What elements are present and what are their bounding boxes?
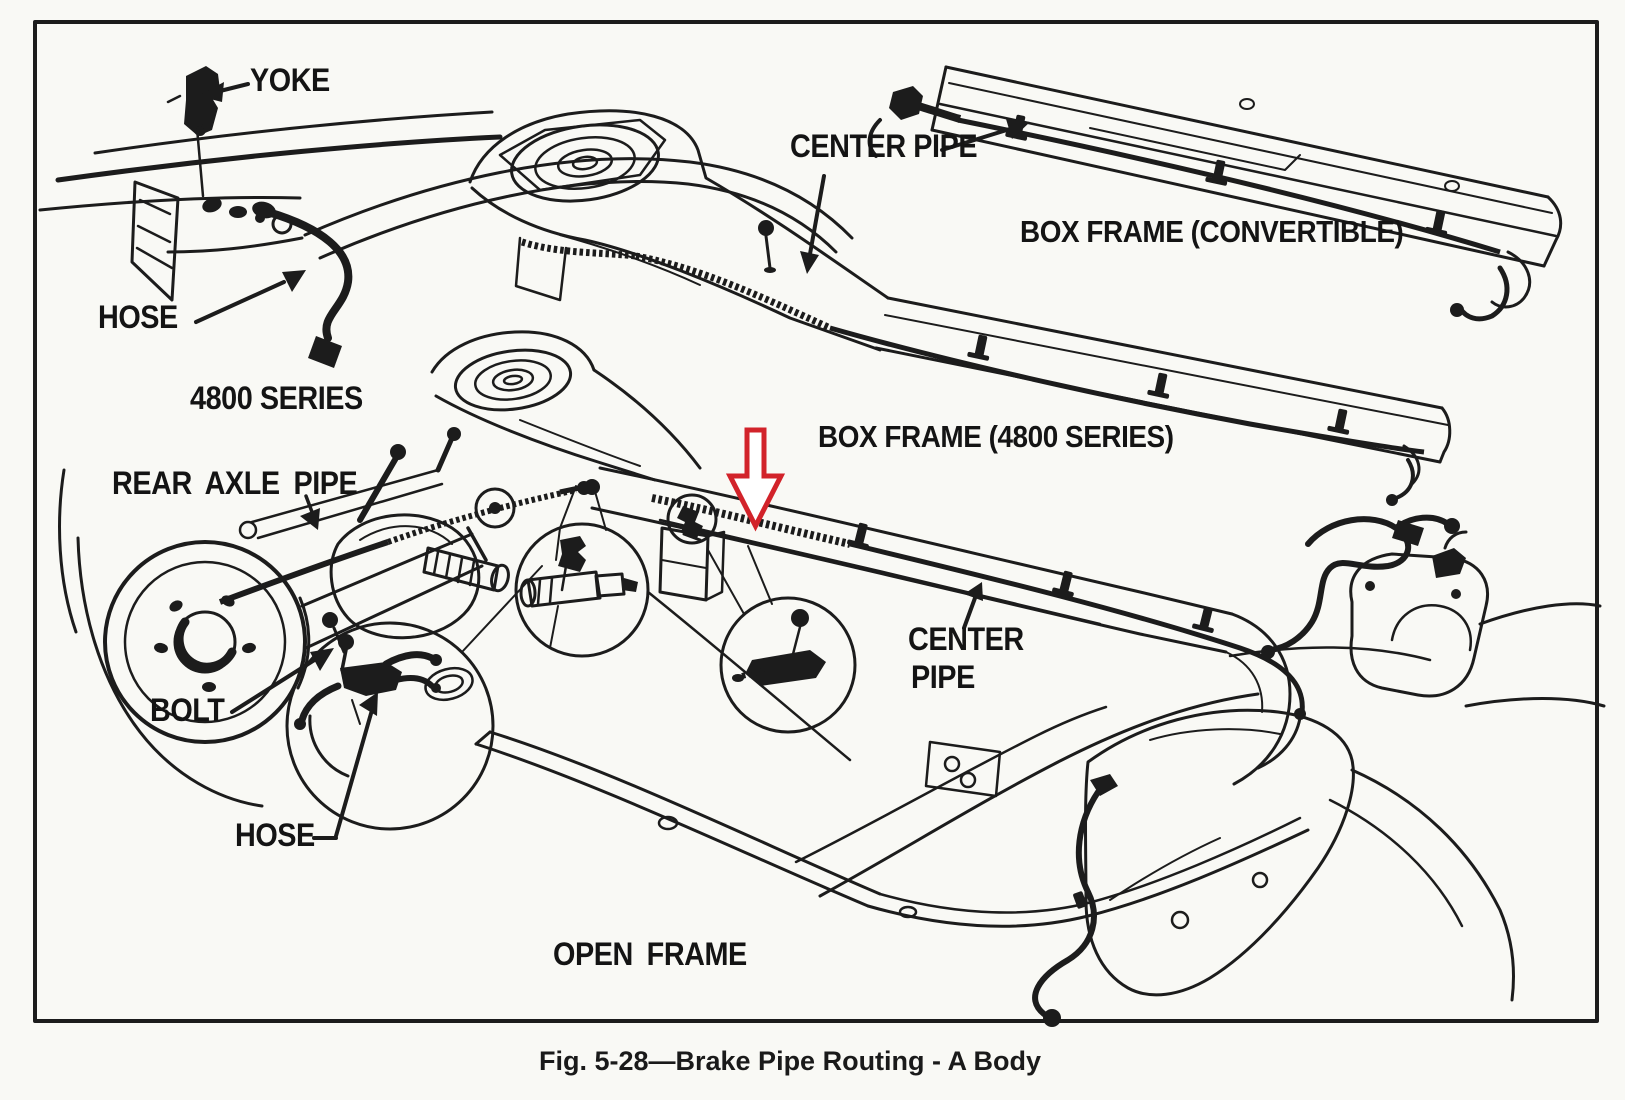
front-brake-hose-left <box>1032 774 1118 1027</box>
label-hose-rear: HOSE <box>98 299 178 335</box>
figure-caption: Fig. 5-28—Brake Pipe Routing - A Body <box>538 1046 1042 1076</box>
label-center-pipe-top: CENTER PIPE <box>790 128 978 164</box>
label-box-frame-convertible: BOX FRAME (CONVERTIBLE) <box>1020 214 1404 249</box>
label-yoke: YOKE <box>250 62 330 98</box>
bolt-detail-circle <box>707 545 857 734</box>
brake-drum <box>103 540 307 744</box>
label-center-pipe-mid-line1: CENTER <box>908 621 1024 657</box>
open-frame-drawing <box>430 330 1606 1027</box>
hose-detail-circle <box>285 565 543 831</box>
box-frame-4800-drawing <box>468 109 1452 506</box>
label-bolt: BOLT <box>150 692 225 728</box>
callout-arrows <box>194 82 1030 840</box>
label-open-frame: OPEN FRAME <box>553 936 747 972</box>
rear-axle-drawing <box>58 427 591 808</box>
yoke-hose-inset <box>38 66 854 368</box>
yoke-part <box>166 66 220 198</box>
rear-axle-pipe-line <box>218 539 389 605</box>
clip-detail-circle <box>666 493 718 545</box>
spring-seat-4800 <box>510 123 660 203</box>
figure-border <box>33 20 1599 1023</box>
connector-detail-circle <box>514 485 650 658</box>
box-frame-convertible-drawing <box>867 65 1563 322</box>
center-pipe-4800 <box>829 325 1425 455</box>
label-center-pipe-mid-line2: PIPE <box>911 659 975 695</box>
center-pipe-open-frame <box>849 541 1305 713</box>
label-box-frame-4800: BOX FRAME (4800 SERIES) <box>818 419 1174 454</box>
highlight-arrow-icon <box>725 427 786 532</box>
label-rear-axle-pipe: REAR AXLE PIPE <box>112 465 358 501</box>
front-brake-hose-right <box>1261 514 1460 659</box>
spring-seat-open-frame <box>453 348 573 412</box>
rear-hose-part <box>252 201 353 368</box>
label-hose-axle: HOSE <box>235 817 315 853</box>
label-4800-series: 4800 SERIES <box>190 380 363 416</box>
